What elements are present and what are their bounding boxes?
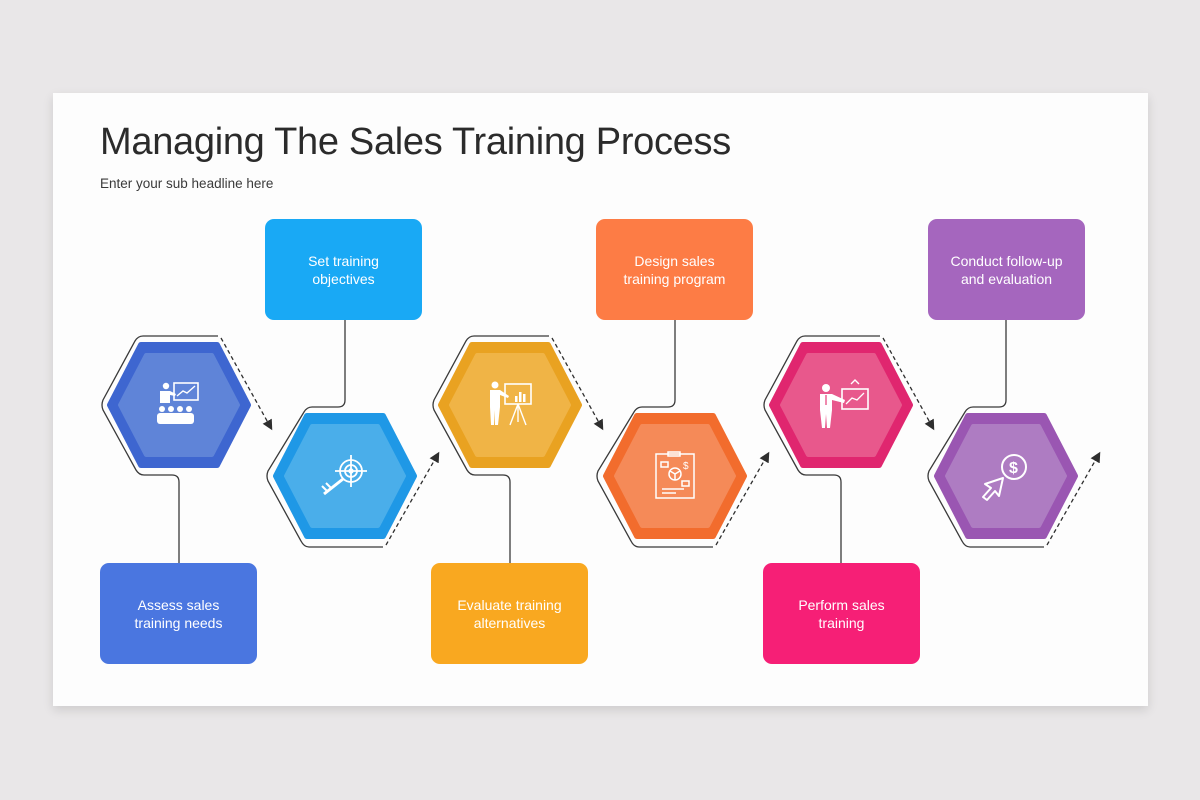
dollar-click-icon: $ xyxy=(982,454,1027,501)
step-3-box-evaluate-alternatives[interactable]: Evaluate training alternatives xyxy=(431,563,588,664)
step-5-box-perform-training[interactable]: Perform sales training xyxy=(763,563,920,664)
step-4-label: Design sales training program xyxy=(623,252,726,287)
step-2-graphic xyxy=(266,320,440,548)
step-1-graphic xyxy=(101,335,273,563)
step-3-graphic xyxy=(432,335,604,563)
page-title: Managing The Sales Training Process xyxy=(100,121,731,163)
step-5-graphic xyxy=(763,335,935,563)
key-target-icon xyxy=(321,455,367,496)
page-subtitle: Enter your sub headline here xyxy=(100,176,274,191)
svg-text:$: $ xyxy=(683,461,689,472)
step-2-label: Set training objectives xyxy=(308,252,379,287)
presenter-chart-icon xyxy=(490,381,532,426)
step-4-box-design-program[interactable]: Design sales training program xyxy=(596,219,753,320)
step-1-box-assess-needs[interactable]: Assess sales training needs xyxy=(100,563,257,664)
presentation-audience-icon xyxy=(157,382,199,424)
step-5-label: Perform sales training xyxy=(798,596,885,631)
step-4-graphic xyxy=(596,320,770,548)
step-1-label: Assess sales training needs xyxy=(134,596,223,631)
step-6-label: Conduct follow-up and evaluation xyxy=(950,252,1063,287)
step-6-graphic xyxy=(927,320,1101,548)
step-3-label: Evaluate training alternatives xyxy=(457,596,562,631)
step-2-box-set-objectives[interactable]: Set training objectives xyxy=(265,219,422,320)
step-6-box-follow-up[interactable]: Conduct follow-up and evaluation xyxy=(928,219,1085,320)
presenter-growth-icon xyxy=(820,379,869,428)
document-plan-icon: $ xyxy=(655,451,695,499)
svg-text:$: $ xyxy=(1009,460,1018,477)
